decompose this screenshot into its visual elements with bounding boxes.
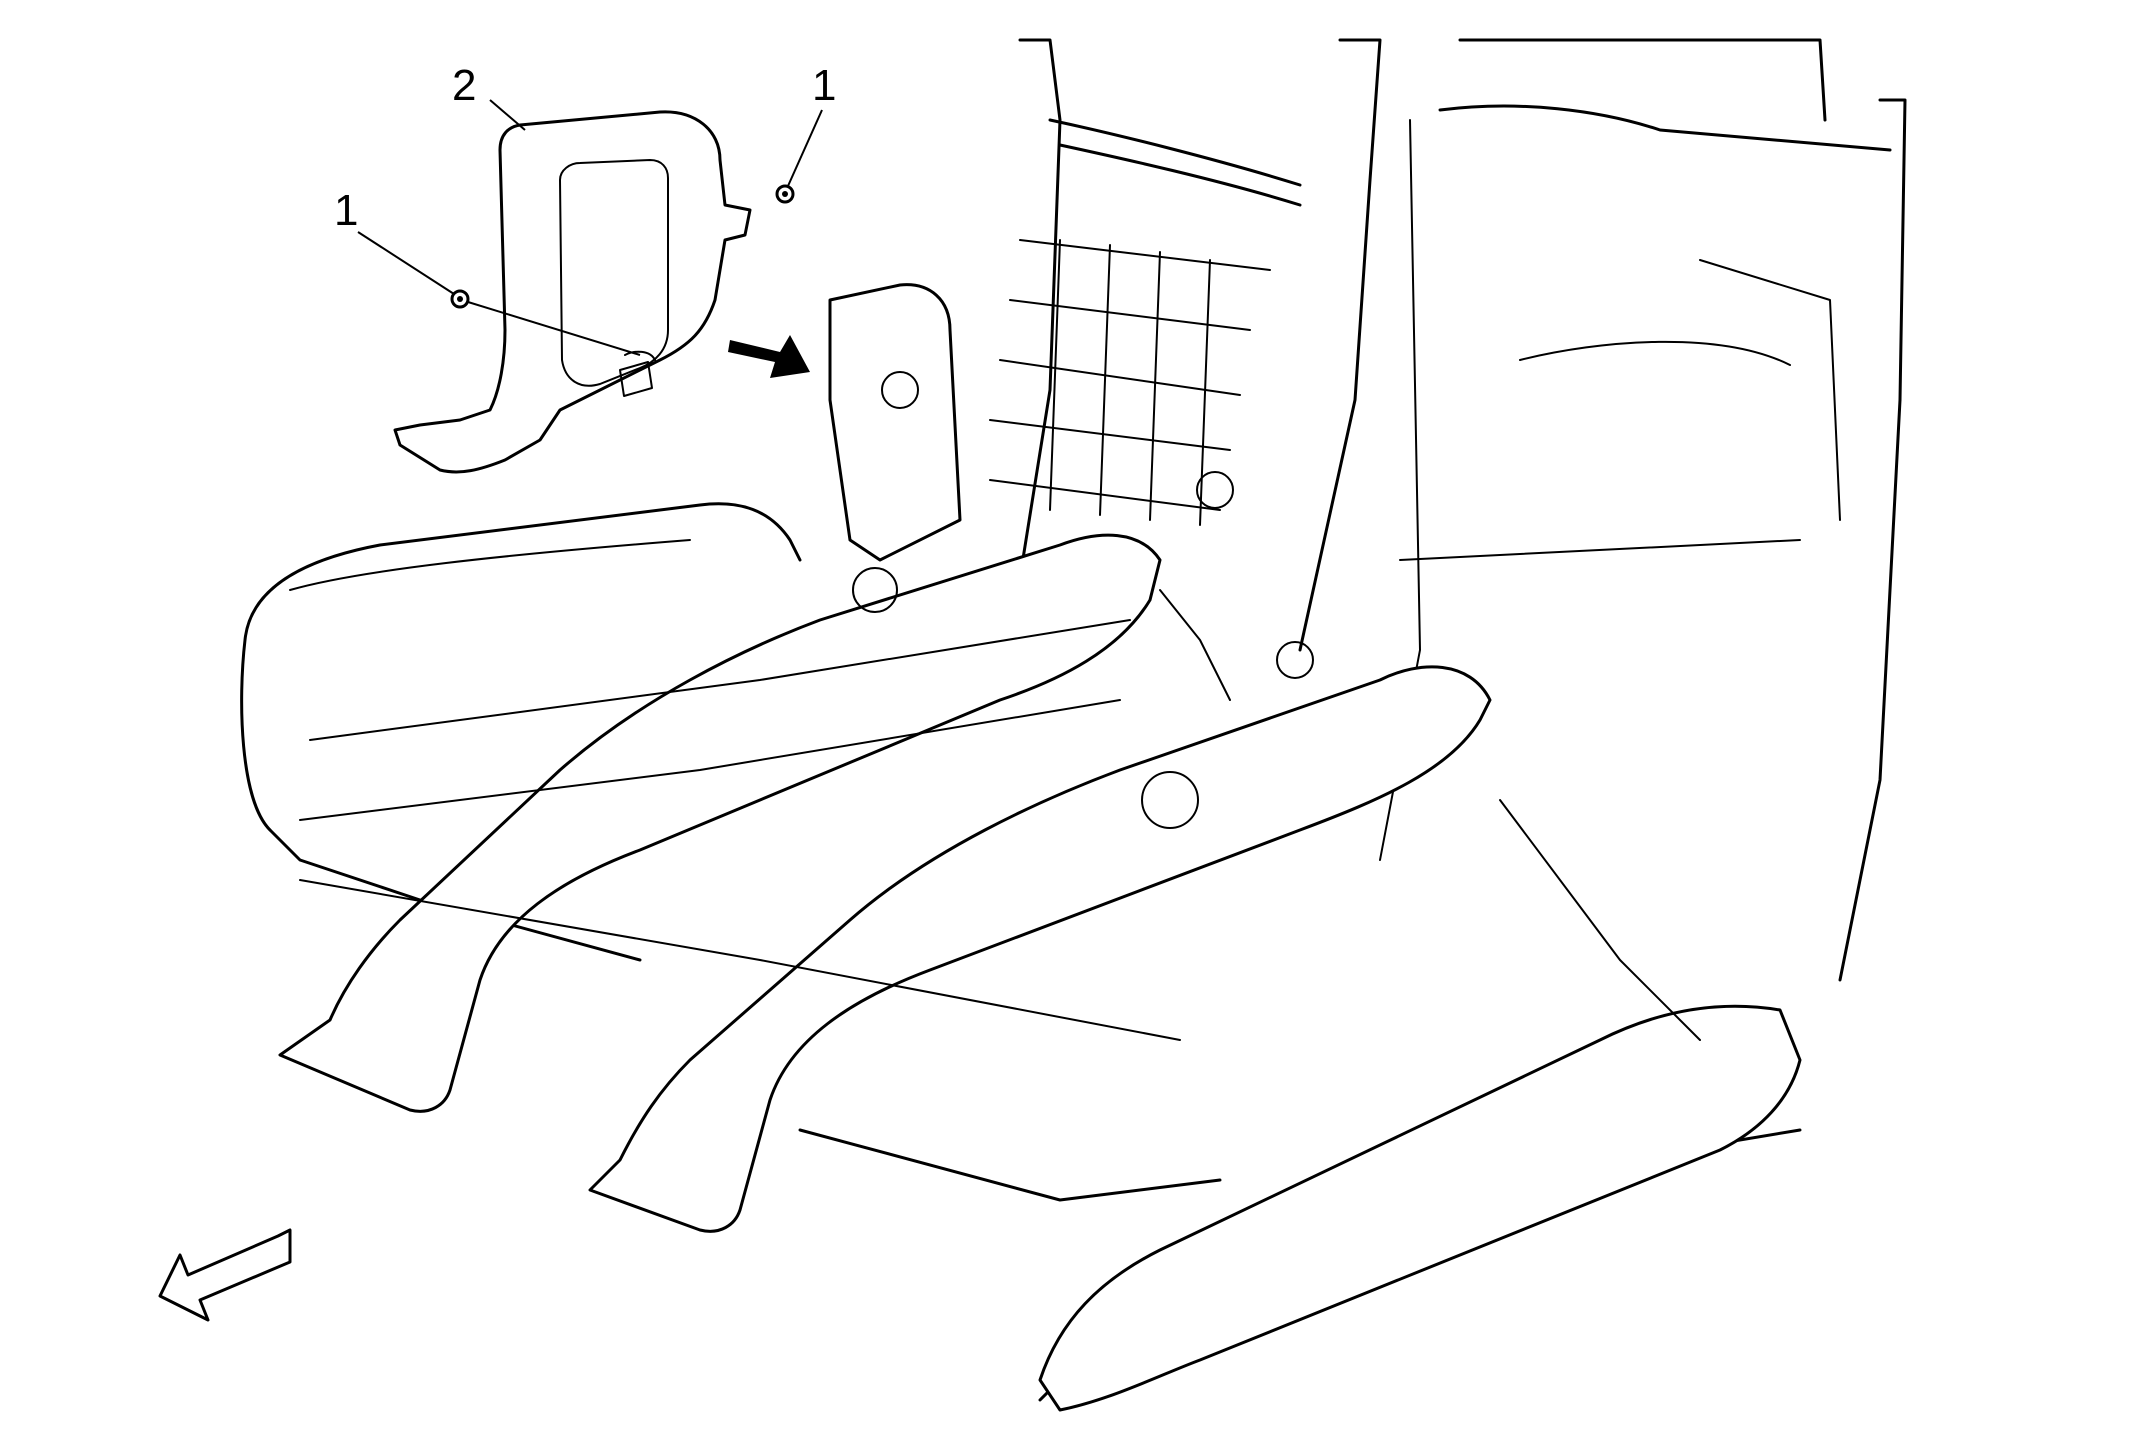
fastener-upper (775, 184, 795, 204)
direction-arrow (728, 335, 810, 378)
seat-cushion (240, 502, 802, 962)
seatback-frame (1008, 38, 1907, 982)
suspension-grid (989, 239, 1271, 526)
callout-cover-panel: 2 (452, 61, 476, 110)
cushion-frame-rails (278, 533, 1802, 1412)
side-cover-panel (393, 110, 752, 474)
leader-fastener-upper (787, 109, 823, 187)
leader-cover-panel (489, 99, 526, 131)
leader-fastener-lower-extension (467, 301, 641, 356)
recliner-bracket (828, 283, 1314, 829)
fastener-lower (450, 289, 470, 309)
callout-fastener-lower: 1 (334, 186, 358, 235)
leader-fastener-lower (357, 231, 455, 295)
vehicle-front-arrow (158, 1228, 292, 1322)
callout-fastener-upper: 1 (812, 61, 836, 110)
